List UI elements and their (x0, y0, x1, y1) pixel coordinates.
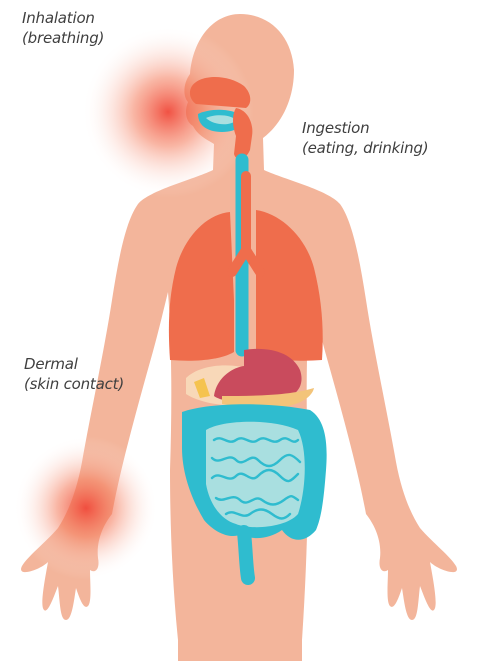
dermal-detail: (skin contact) (24, 374, 124, 394)
inhalation-title: Inhalation (22, 8, 104, 28)
ingestion-detail: (eating, drinking) (302, 138, 428, 158)
rectum (244, 532, 248, 578)
ingestion-title: Ingestion (302, 118, 428, 138)
inhalation-label: Inhalation (breathing) (22, 8, 104, 48)
dermal-title: Dermal (24, 354, 124, 374)
dermal-exposure-glow (14, 436, 158, 580)
ingestion-label: Ingestion (eating, drinking) (302, 118, 428, 158)
inhalation-detail: (breathing) (22, 28, 104, 48)
dermal-label: Dermal (skin contact) (24, 354, 124, 394)
